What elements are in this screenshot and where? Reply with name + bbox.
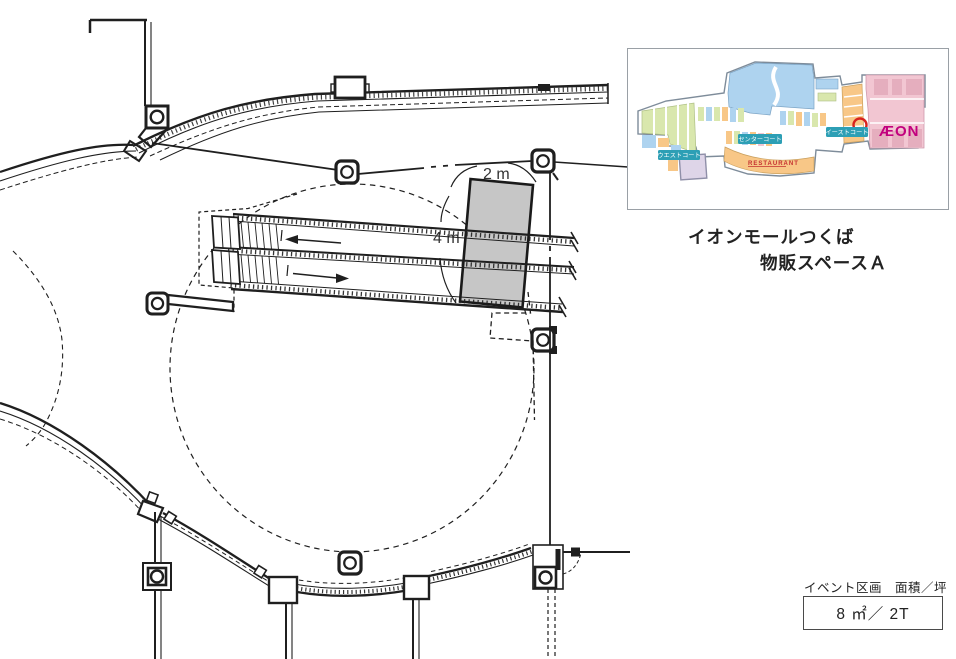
dimension-label-height: 4 m — [433, 230, 460, 247]
dimension-label-width: 2 m — [483, 166, 510, 183]
zone-restaurant — [668, 146, 815, 181]
wall-bottom-left — [142, 512, 172, 659]
railing-bottom — [267, 544, 534, 659]
zone-aeon: ÆON — [865, 74, 925, 149]
title-line1: イオンモールつくば — [688, 227, 855, 247]
column-marker — [530, 148, 559, 181]
svg-text:センターコート: センターコート — [738, 136, 781, 144]
dimension-width: 2 m — [450, 162, 537, 188]
wall-mark — [538, 84, 550, 91]
wall-bottom-right — [532, 544, 630, 659]
escalator-arrow-left — [280, 229, 342, 244]
column-marker — [530, 326, 557, 354]
aeon-logo: ÆON — [879, 123, 920, 140]
event-space — [458, 177, 535, 309]
inset-map-svg: ÆON ウエストコート センターコート イーストコート RESTAURANT — [637, 61, 926, 181]
railing-bottom-left — [0, 401, 165, 524]
guide-arc-left — [12, 250, 64, 447]
railing-diagonal — [157, 510, 279, 590]
area-value: 8 ㎡／ 2T — [836, 606, 910, 623]
svg-text:ウエストコート: ウエストコート — [657, 152, 700, 160]
backyard-dashed-outline — [489, 291, 536, 421]
restaurant-label: RESTAURANT — [748, 161, 799, 167]
dimension-height: 4 m — [433, 195, 460, 304]
zone-west — [641, 102, 697, 154]
badge-east-court: イーストコート — [825, 127, 869, 137]
escalator-arrow-right — [286, 264, 349, 283]
area-table-header: イベント区画 面積／坪 — [804, 581, 948, 595]
railing-left — [0, 143, 139, 191]
column-marker — [337, 550, 363, 576]
column-marker — [334, 159, 360, 185]
fence-line — [151, 142, 629, 175]
escalators — [198, 193, 579, 318]
svg-text:RESTAURANT: RESTAURANT — [748, 161, 799, 167]
area-value-box: 8 ㎡／ 2T — [803, 596, 943, 630]
svg-text:イーストコート: イーストコート — [825, 130, 868, 137]
inset-map: ÆON ウエストコート センターコート イーストコート RESTAURANT — [627, 48, 949, 210]
zone-north — [727, 62, 839, 116]
handrail-stub — [145, 291, 235, 316]
title-line2: 物販スペースＡ — [760, 253, 888, 274]
wall-box — [333, 75, 367, 100]
badge-center-court: センターコート — [738, 134, 782, 144]
page-title: イオンモールつくば 物販スペースＡ — [688, 224, 956, 277]
badge-west-court: ウエストコート — [657, 150, 701, 160]
railing-top — [132, 75, 609, 161]
